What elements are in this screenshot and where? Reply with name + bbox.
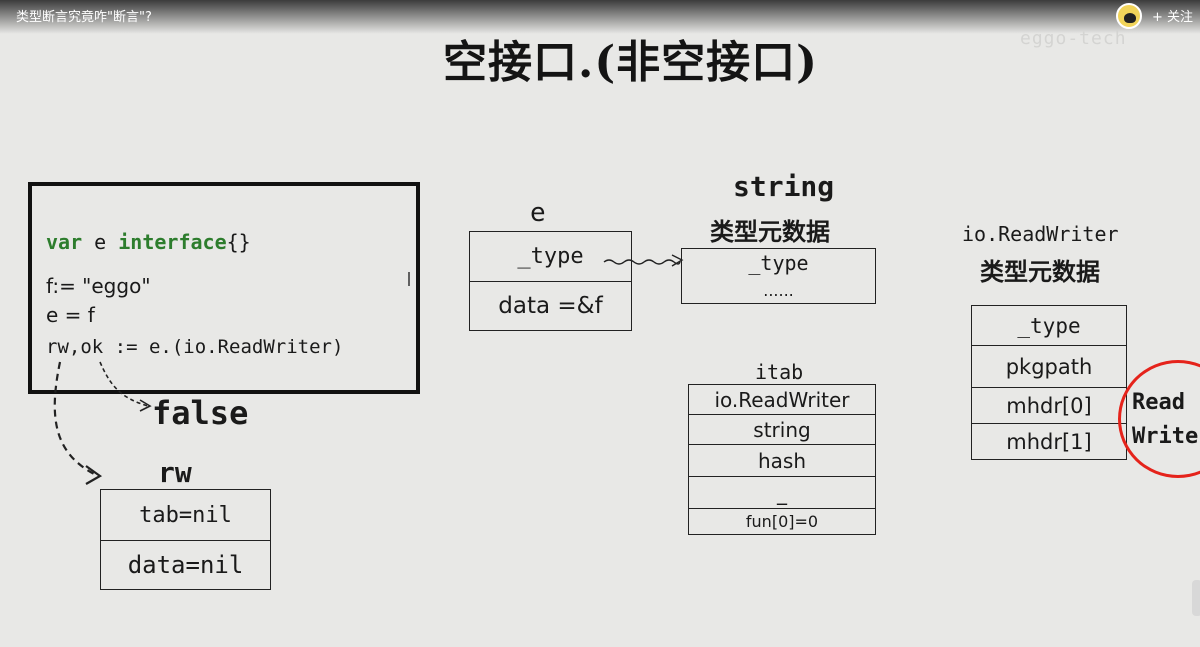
string-metadata-label: 类型元数据 [710,217,830,246]
keyword-interface: interface [118,230,227,254]
rw-arrow-head [85,465,103,485]
string-type-metadata: _type ...... [681,248,876,304]
readwriter-label: io.ReadWriter [962,222,1119,246]
itab-label: itab [755,360,804,384]
ok-arrow-head [139,399,152,412]
code-line-4: rw,ok := e.(io.ReadWriter) [46,336,344,358]
ok-value-label: false [152,394,249,432]
ok-arrow [99,361,149,407]
string-field-type: _type [748,251,809,275]
uploader-avatar[interactable] [1116,3,1142,29]
e-struct: _type data =&f [469,231,632,331]
itab-field-hash: hash [689,445,875,477]
readwriter-field-mhdr1: mhdr[1] [1006,429,1092,454]
string-label: string [733,170,835,203]
rw-label: rw [158,456,192,489]
follow-button[interactable]: + 关注 [1152,10,1194,25]
readwriter-field-type: _type [972,306,1126,346]
rw-field-data: data=nil [127,551,244,579]
watermark: eggo-tech [1020,28,1127,49]
side-scroll-handle[interactable] [1192,580,1200,616]
rw-field-tab: tab=nil [101,490,270,541]
e-field-data: data =&f [498,293,603,319]
e-field-type: _type [470,232,631,282]
type-pointer-arrow-head [671,254,684,267]
video-top-bar: 类型断言究竟咋"断言"? + 关注 [0,0,1200,34]
rw-arrow [53,361,99,477]
code-line-2: f:= "eggo" [46,274,151,298]
readwriter-field-pkgpath: pkgpath [972,346,1126,388]
itab-field-padding: _ [689,477,875,509]
readwriter-metadata-label: 类型元数据 [980,257,1100,286]
rw-struct: tab=nil data=nil [100,489,271,590]
string-field-more: ...... [763,280,794,300]
readwriter-type-metadata: _type pkgpath mhdr[0] mhdr[1] [971,305,1127,460]
itab-field-type: string [689,415,875,445]
code-line-3: e = f [46,303,95,327]
code-line-1: var e interface{} [46,230,251,254]
e-label: e [530,198,546,228]
slide-title: 空接口.(非空接口) [443,37,818,88]
code-block: var e interface{} f:= "eggo" e = f rw,ok… [28,182,420,394]
itab-struct: io.ReadWriter string hash _ fun[0]=0 [688,384,876,535]
itab-field-fun: fun[0]=0 [745,512,819,531]
video-title: 类型断言究竟咋"断言"? [16,10,152,25]
itab-field-inter: io.ReadWriter [689,385,875,415]
keyword-var: var [46,230,83,254]
readwriter-field-mhdr0: mhdr[0] [972,388,1126,424]
type-pointer-arrow [603,259,681,265]
